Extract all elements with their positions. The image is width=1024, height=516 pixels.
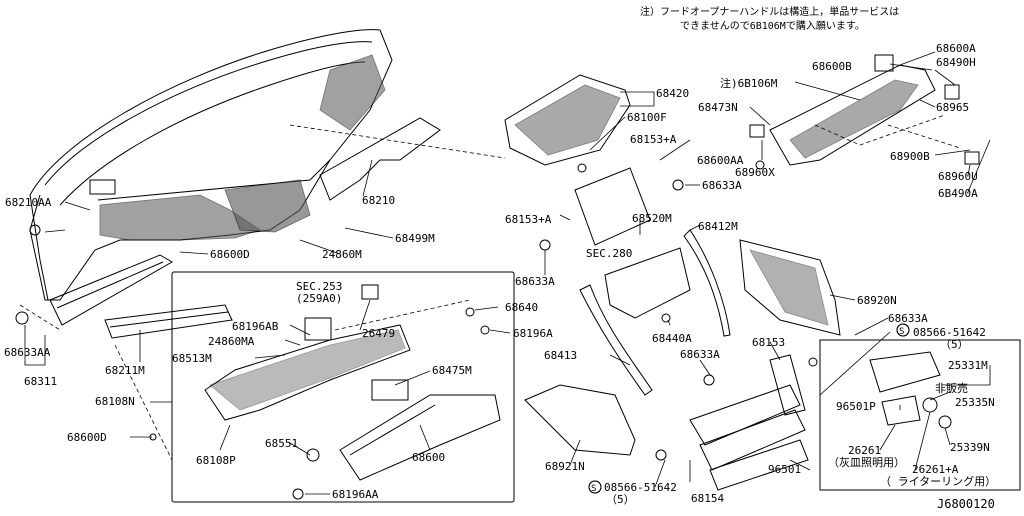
label-26261: 26261 [848, 444, 881, 457]
label-68600D-a: 68600D [210, 248, 250, 261]
label-68551: 68551 [265, 437, 298, 450]
label-68640: 68640 [505, 301, 538, 314]
part-labels: 68600A 68600B 68490H 注)6B106M 68965 6842… [4, 42, 996, 511]
label-68499M: 68499M [395, 232, 435, 245]
service-note-line2: できませんので6B106Mで購入願います。 [680, 19, 865, 32]
label-68196AA: 68196AA [332, 488, 379, 501]
label-68196A: 68196A [513, 327, 553, 340]
label-68311: 68311 [24, 375, 57, 388]
ashtray-inset [819, 339, 1021, 491]
label-68210: 68210 [362, 194, 395, 207]
label-96501P: 96501P [836, 400, 876, 413]
svg-text:S: S [591, 484, 596, 494]
cover-68210 [319, 117, 441, 201]
label-68513M: 68513M [172, 352, 212, 365]
label-96501: 96501 [768, 463, 801, 476]
label-68153A-mid: 68153+A [505, 213, 552, 226]
label-68108P: 68108P [196, 454, 236, 467]
label-68153A-top: 68153+A [630, 133, 677, 146]
label-25331M: 25331M [948, 359, 988, 372]
label-68440A: 68440A [652, 332, 692, 345]
label-68920N: 68920N [857, 294, 897, 307]
label-68960X: 68960X [735, 166, 775, 179]
label-68108N: 68108N [95, 395, 135, 408]
label-68633A-mid: 68633A [515, 275, 555, 288]
label-26261A: 26261+A [912, 463, 959, 476]
label-lighter: （ ライターリング用） [880, 474, 996, 488]
label-68600A: 68600A [936, 42, 976, 55]
label-68473N: 68473N [698, 101, 738, 114]
label-68633AA: 68633AA [4, 346, 51, 359]
label-68153: 68153 [752, 336, 785, 349]
dashed-guides [19, 114, 961, 461]
side-trim-68921N [524, 384, 636, 456]
label-68211M: 68211M [105, 364, 145, 377]
finisher-68413 [579, 284, 653, 396]
label-68921N: 68921N [545, 460, 585, 473]
label-68900B: 68900B [890, 150, 930, 163]
label-68420: 68420 [656, 87, 689, 100]
label-68490H: 68490H [936, 56, 976, 69]
label-68960U: 68960U [938, 170, 978, 183]
lower-panel-68211M [49, 254, 233, 339]
glove-box-68108N [171, 271, 515, 503]
label-haizara: （灰皿照明用） [828, 455, 905, 469]
bracket-68520M [604, 247, 691, 319]
label-68475M: 68475M [432, 364, 472, 377]
label-68154: 68154 [691, 492, 724, 505]
trim-68412M [683, 229, 731, 337]
label-6B490A: 6B490A [938, 187, 978, 200]
label-08566-a: 08566-51642 [913, 326, 986, 339]
label-25339N: 25339N [950, 441, 990, 454]
label-sec253: SEC.253 [296, 280, 342, 293]
service-note-line1: 注）フードオープナーハンドルは構造上，単品サービスは [640, 5, 899, 18]
leader-lines [24, 51, 991, 495]
label-68600: 68600 [412, 451, 445, 464]
label-08566-a-qty: （5） [940, 338, 969, 351]
label-68210AA: 68210AA [5, 196, 52, 209]
label-26479: 26479 [362, 327, 395, 340]
label-hihanbai: 非販売 [935, 382, 968, 395]
label-6B106M: 注)6B106M [720, 76, 778, 90]
label-68412M: 68412M [698, 220, 738, 233]
svg-text:S: S [899, 327, 904, 337]
label-68633A-top: 68633A [702, 179, 742, 192]
label-25335N: 25335N [955, 396, 995, 409]
label-sec280: SEC.280 [586, 247, 632, 260]
label-68196AB: 68196AB [232, 320, 279, 333]
cluster-lid-68420 [504, 74, 631, 166]
box-sec280 [574, 167, 651, 246]
label-68520M: 68520M [632, 212, 672, 225]
label-08566-b: 08566-51642 [604, 481, 677, 494]
label-68600D-b: 68600D [67, 431, 107, 444]
label-sec253-sub: (259A0) [296, 292, 342, 305]
label-68600AA: 68600AA [697, 154, 744, 167]
side-panel-68920N [739, 239, 841, 336]
label-08566-b-qty: （5） [606, 493, 635, 506]
label-68100F: 68100F [627, 111, 667, 124]
label-68965: 68965 [936, 101, 969, 114]
label-68633A-low: 68633A [680, 348, 720, 361]
center-cluster-6B106M [749, 54, 980, 166]
label-68413: 68413 [544, 349, 577, 362]
label-68600B: 68600B [812, 60, 852, 73]
label-24860MA: 24860MA [208, 335, 255, 348]
figure-code: J6800120 [937, 497, 995, 511]
label-24860M: 24860M [322, 248, 362, 261]
screw-symbols: S S [588, 323, 910, 494]
label-68633A-r: 68633A [888, 312, 928, 325]
console-brackets [689, 354, 809, 491]
